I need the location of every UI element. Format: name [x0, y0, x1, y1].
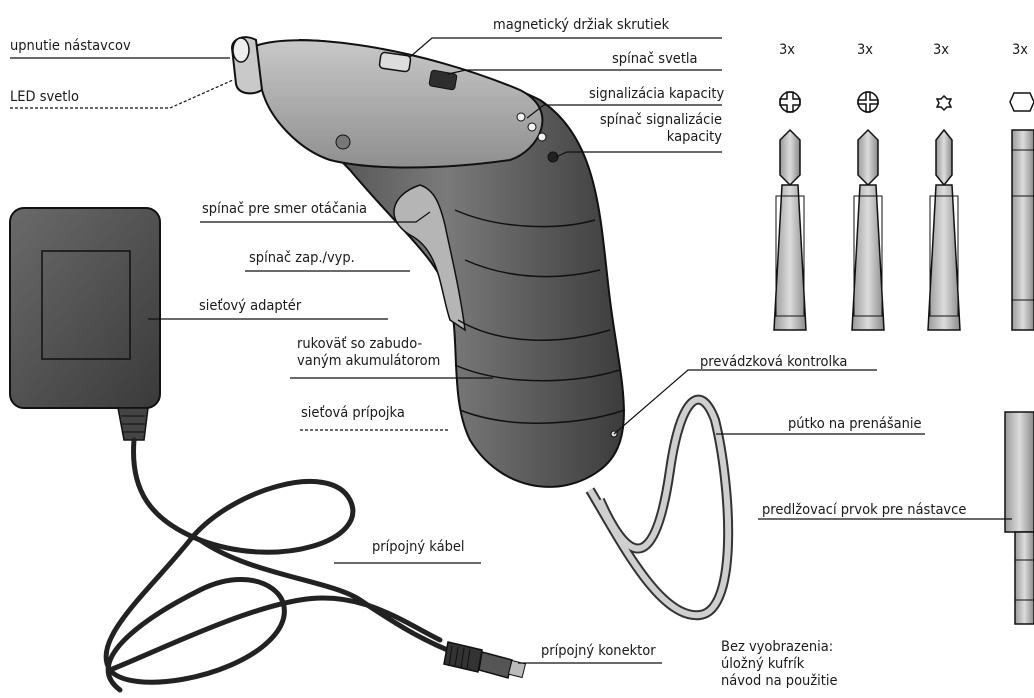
label-capacity-switch: spínač signalizácie kapacity — [580, 112, 722, 146]
label-direction-switch: spínač pre smer otáčania — [202, 201, 367, 218]
label-carry-strap: pútko na prenášanie — [788, 416, 922, 433]
hex-icon — [1010, 93, 1034, 111]
label-capacity-switch-line1: spínač signalizácie — [580, 112, 722, 129]
bit-qty-2: 3x — [857, 42, 873, 58]
label-handle-line2: vaným akumulátorom — [297, 353, 440, 370]
bit-qty-3: 3x — [933, 42, 949, 58]
connection-cable — [106, 440, 460, 690]
label-extension: predlžovací prvok pre nástavce — [762, 502, 966, 519]
note-line3: návod na použitie — [721, 673, 838, 690]
label-magnetic-holder: magnetický držiak skrutiek — [493, 17, 669, 34]
bit-hex — [1012, 130, 1034, 330]
label-cable: prípojný kábel — [372, 539, 465, 556]
label-connector: prípojný konektor — [541, 643, 656, 660]
label-mains-socket: sieťová prípojka — [301, 405, 405, 422]
bit-qty-4: 3x — [1012, 42, 1028, 58]
note-line1: Bez vyobrazenia: — [721, 639, 838, 656]
label-handle: rukoväť so zabudo- vaným akumulátorom — [297, 336, 440, 370]
label-power-adapter: sieťový adaptér — [199, 298, 301, 315]
connector-plug — [444, 642, 525, 678]
pozidriv-cross-icon — [858, 92, 878, 112]
not-shown-note: Bez vyobrazenia: úložný kufrík návod na … — [721, 639, 838, 690]
label-bit-holder: upnutie nástavcov — [10, 38, 131, 55]
bit-torx — [928, 130, 960, 330]
note-line2: úložný kufrík — [721, 656, 838, 673]
label-led-light: LED svetlo — [10, 89, 79, 106]
label-operation-light: prevádzková kontrolka — [700, 354, 847, 371]
phillips-cross-icon — [780, 92, 800, 112]
label-capacity-indicator: signalizácia kapacity — [589, 86, 724, 103]
label-light-switch: spínač svetla — [612, 51, 698, 68]
label-handle-line1: rukoväť so zabudo- — [297, 336, 440, 353]
power-adapter — [10, 208, 160, 440]
label-onoff-switch: spínač zap./vyp. — [249, 250, 355, 267]
torx-star-icon — [937, 96, 951, 110]
bit-extension — [1005, 412, 1034, 624]
bit-phillips — [774, 130, 806, 330]
bit-pozidriv — [852, 130, 884, 330]
label-capacity-switch-line2: kapacity — [580, 129, 722, 146]
bit-qty-1: 3x — [779, 42, 795, 58]
